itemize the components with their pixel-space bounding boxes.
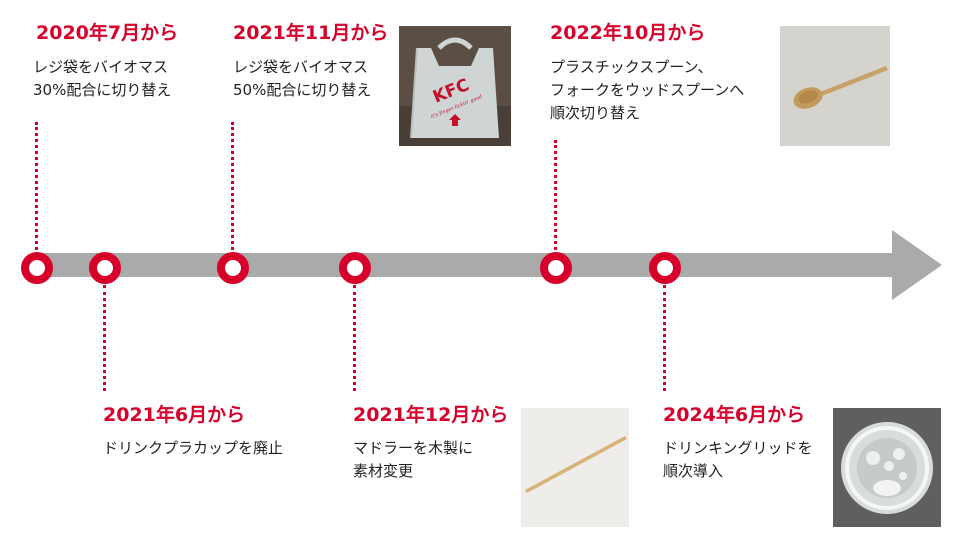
event-desc-line: マドラーを木製に (353, 439, 474, 457)
timeline-node-2022-10 (540, 252, 572, 284)
event-desc-line: 50%配合に切り替え (233, 81, 372, 99)
event-desc-line: 順次切り替え (550, 104, 641, 122)
wooden-spoon-photo (780, 26, 890, 146)
event-desc-2021-06: ドリンクプラカップを廃止 (103, 437, 283, 460)
timeline-bar (36, 253, 894, 277)
drinking-lid-photo (833, 408, 941, 527)
event-desc-line: 素材変更 (353, 462, 414, 480)
connector-2021-12 (353, 285, 356, 391)
connector-2020-07 (35, 122, 38, 250)
event-desc-line: レジ袋をバイオマス (233, 58, 369, 76)
event-date-2021-06: 2021年6月から (103, 404, 246, 426)
event-date-2024-06: 2024年6月から (663, 404, 806, 426)
event-desc-2021-11: レジ袋をバイオマス 50%配合に切り替え (233, 56, 371, 102)
event-desc-line: フォークをウッドスプーンへ (550, 81, 745, 99)
event-desc-line: ドリンクプラカップを廃止 (103, 439, 284, 457)
event-desc-line: 順次導入 (663, 462, 724, 480)
timeline-node-2021-11 (217, 252, 249, 284)
event-desc-2020-07: レジ袋をバイオマス 30%配合に切り替え (33, 56, 171, 102)
timeline-node-2021-12 (339, 252, 371, 284)
event-date-2021-12: 2021年12月から (353, 404, 509, 426)
connector-2021-06 (103, 285, 106, 391)
event-date-2022-10: 2022年10月から (550, 22, 706, 44)
timeline-node-2024-06 (649, 252, 681, 284)
event-date-2021-11: 2021年11月から (233, 22, 389, 44)
event-desc-2021-12: マドラーを木製に 素材変更 (353, 437, 473, 483)
shopping-bag-photo: KFC it's finger lickin' good (399, 26, 511, 146)
event-desc-2022-10: プラスチックスプーン、 フォークをウッドスプーンへ 順次切り替え (550, 56, 744, 125)
timeline-arrowhead (892, 230, 942, 300)
event-date-2020-07: 2020年7月から (36, 22, 179, 44)
event-desc-line: レジ袋をバイオマス (33, 58, 169, 76)
event-desc-line: 30%配合に切り替え (33, 81, 172, 99)
connector-2022-10 (554, 140, 557, 250)
event-desc-2024-06: ドリンキングリッドを 順次導入 (663, 437, 813, 483)
connector-2021-11 (231, 122, 234, 250)
event-desc-line: ドリンキングリッドを (663, 439, 813, 457)
connector-2024-06 (663, 285, 666, 391)
timeline-node-2020-07 (21, 252, 53, 284)
timeline-node-2021-06 (89, 252, 121, 284)
wooden-stirrer-photo (521, 408, 629, 527)
event-desc-line: プラスチックスプーン、 (550, 58, 713, 76)
